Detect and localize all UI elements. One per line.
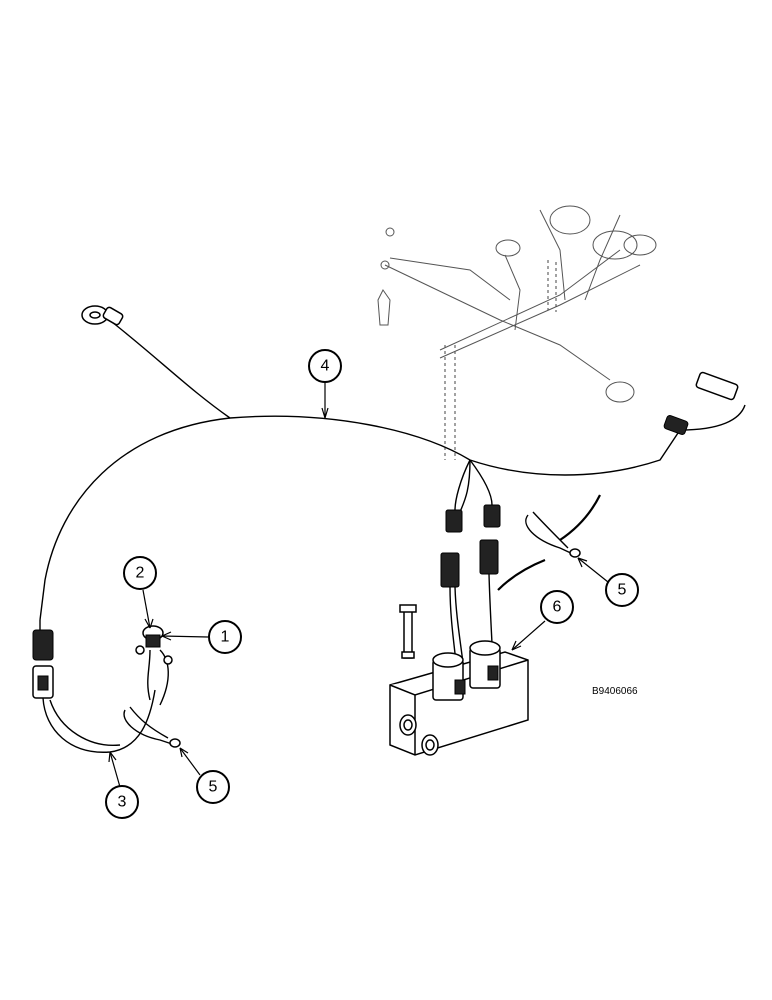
routing-arrow-lower (497, 558, 546, 591)
connector-b-lower (479, 539, 499, 575)
callout-5-right-label: 5 (618, 582, 627, 599)
routing-arrow-upper (559, 494, 601, 541)
callout-3-label: 3 (118, 794, 127, 811)
ring-terminal-sleeve (102, 306, 124, 326)
figure-reference-code: B9406066 (592, 686, 638, 697)
main-harness (39, 305, 746, 621)
mating-connector (695, 371, 739, 401)
callout-2: 2 (123, 556, 157, 590)
callout-1: 1 (208, 620, 242, 654)
harness-branch-right (679, 404, 746, 431)
solenoid-connectors (440, 459, 501, 681)
leader-lines (108, 380, 609, 788)
connector-left-upper (32, 629, 54, 661)
harness-3 (32, 620, 156, 753)
existing-harness-ghost (377, 205, 657, 460)
callout-5-left-label: 5 (209, 779, 218, 796)
connector-a-upper (445, 509, 463, 533)
callout-2-label: 2 (136, 565, 145, 582)
harness-branch-left (39, 417, 231, 621)
callout-6-label: 6 (553, 599, 562, 616)
callout-5-left: 5 (196, 770, 230, 804)
switch-component (135, 625, 173, 706)
callout-1-label: 1 (221, 629, 230, 646)
callout-6: 6 (540, 590, 574, 624)
callout-3: 3 (105, 785, 139, 819)
callout-5-right: 5 (605, 573, 639, 607)
cable-tie-right (525, 511, 581, 558)
harness-end-connector (663, 415, 689, 435)
callout-4-label: 4 (321, 358, 330, 375)
cable-tie-left (123, 706, 181, 748)
main-harness-wire (111, 321, 681, 476)
connector-b-upper (483, 504, 501, 528)
callout-4: 4 (308, 349, 342, 383)
mounting-bolt (403, 609, 413, 659)
connector-a-lower (440, 552, 460, 588)
valve-block (389, 604, 529, 756)
